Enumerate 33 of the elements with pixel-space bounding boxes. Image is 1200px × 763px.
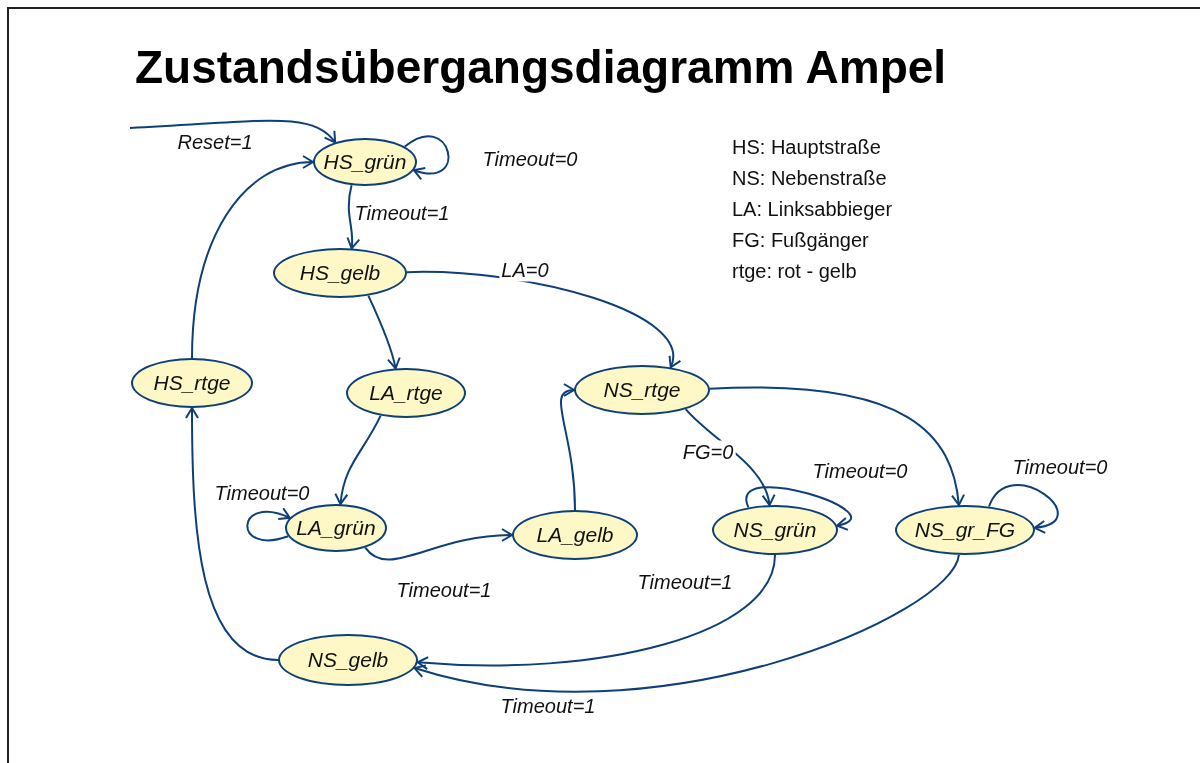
transition-arrow (246, 507, 291, 542)
transition-arrow (403, 135, 450, 180)
abbreviation-note: NS: Nebenstraße (732, 167, 887, 190)
transition-arrow (559, 384, 576, 511)
transition-arrow (987, 484, 1059, 533)
transition-arrow (684, 408, 775, 507)
state-name: HS_grün (323, 150, 407, 174)
transition-arrow (191, 155, 314, 359)
state-name: NS_grün (733, 518, 817, 542)
transition-arrow (185, 407, 279, 661)
title: Zustandsübergangsdiagramm Ampel (135, 40, 947, 94)
abbreviation-note: rtge: rot - gelb (732, 260, 857, 283)
transition-arrow (345, 184, 360, 250)
state-ellipse (285, 504, 387, 552)
transition-arrow (745, 486, 853, 530)
state-name: HS_rtge (153, 371, 231, 395)
state-name: HS_gelb (299, 261, 381, 285)
state-name: LA_grün (296, 516, 376, 540)
transition-arrow (129, 119, 337, 144)
state-name: LA_gelb (536, 523, 614, 547)
transition-arrow (413, 553, 960, 693)
state-ellipse (313, 138, 417, 186)
state-name: NS_gelb (307, 648, 389, 672)
state-name: LA_rtge (369, 381, 443, 405)
state-ellipse (278, 634, 418, 686)
abbreviation-note: LA: Linksabbieger (732, 198, 893, 221)
state-name: NS_rtge (603, 378, 681, 402)
transition-arrow (364, 528, 513, 561)
abbreviation-note: FG: Fußgänger (732, 229, 869, 252)
abbreviation-note: HS: Hauptstraße (732, 136, 881, 159)
transition-arrow (416, 554, 776, 670)
transition-arrow (708, 386, 965, 507)
state-name: NS_gr_FG (914, 518, 1016, 542)
